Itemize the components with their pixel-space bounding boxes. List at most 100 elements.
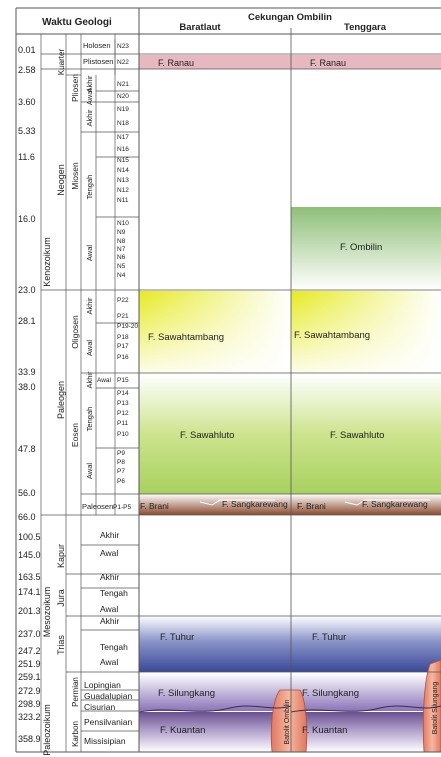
period-neogen: Neogen bbox=[56, 164, 66, 196]
formation-kuantan-nw: F. Kuantan bbox=[160, 725, 205, 736]
subdivision-label: Awal bbox=[85, 89, 94, 105]
age-label: 0.01 bbox=[18, 45, 36, 55]
biozone-label: N6 bbox=[117, 254, 126, 261]
subdivision-label: Guadalupian bbox=[84, 691, 132, 701]
period-permian: Permian bbox=[71, 677, 80, 707]
epoch-eosen: Eosen bbox=[70, 423, 80, 447]
era-kenozoikum: Kenozoikum bbox=[42, 237, 52, 287]
biozone-label: P17 bbox=[117, 343, 129, 350]
batolit-ombilin-shape bbox=[270, 689, 308, 753]
formation-ombilin: F. Ombilin bbox=[340, 242, 382, 253]
formation-ranau-se: F. Ranau bbox=[310, 58, 346, 68]
interfinger-line-nw bbox=[199, 499, 275, 506]
period-trias: Trias bbox=[56, 635, 66, 655]
age-label: 201.3 bbox=[18, 606, 41, 616]
formation-kuantan-nw-fill bbox=[139, 712, 291, 752]
column-se-title: Tenggara bbox=[344, 22, 387, 33]
age-label: 259.1 bbox=[18, 672, 41, 682]
biozone-label: N19 bbox=[117, 106, 129, 113]
biozone-label: P19-20 bbox=[117, 323, 138, 330]
subdivision-label: Tengah bbox=[85, 407, 94, 432]
epoch-paleosen: Paleosen bbox=[82, 502, 113, 511]
formation-sawahtambang-se-fade bbox=[291, 291, 441, 373]
basin-title: Cekungan Ombilin bbox=[248, 12, 332, 23]
batolit-silungang-shape bbox=[422, 659, 441, 753]
formation-silungkang-se: F. Silungkang bbox=[302, 688, 359, 699]
biozone-label: N16 bbox=[117, 146, 129, 153]
age-label: 66.0 bbox=[18, 512, 36, 522]
biozone-label: P18 bbox=[117, 334, 129, 341]
subdivision-label: Akhir bbox=[85, 371, 94, 389]
epoch-oligosen: Oligosen bbox=[70, 315, 80, 349]
formation-silungkang-nw: F. Silungkang bbox=[158, 688, 215, 699]
batolit-ombilin-label: Batolit Ombilin bbox=[284, 699, 291, 744]
subdivision-label: Missisipian bbox=[84, 736, 126, 746]
formation-brani-se: F. Brani bbox=[297, 501, 326, 511]
subdivision-label: Akhir bbox=[85, 75, 94, 93]
biozone-label: N4 bbox=[117, 272, 126, 279]
age-label: 174.1 bbox=[18, 587, 41, 597]
age-label: 251.9 bbox=[18, 659, 41, 669]
subdivision-label: Lopingian bbox=[84, 680, 121, 690]
formation-kuantan-se-fill bbox=[291, 712, 441, 752]
subdivision-label: Akhir bbox=[85, 297, 94, 315]
biozone-label: N20 bbox=[117, 93, 129, 100]
biozone-label: P22 bbox=[117, 297, 129, 304]
formation-fills bbox=[139, 55, 441, 753]
age-label: 56.0 bbox=[18, 488, 36, 498]
epoch-holosen: Holosen bbox=[83, 41, 111, 50]
biozone-label: N13 bbox=[117, 177, 129, 184]
age-label: 145.0 bbox=[18, 550, 41, 560]
subdivision-eosen-akhir-h: Awal bbox=[97, 377, 112, 384]
subdivision-label: Awal bbox=[100, 657, 118, 667]
formation-sawahluto-se: F. Sawahluto bbox=[330, 430, 384, 441]
period-paleogen: Paleogen bbox=[56, 381, 66, 419]
batolit-silungang-label: Batolit Silungang bbox=[432, 682, 439, 735]
age-label: 358.9 bbox=[18, 734, 41, 744]
period-kuarter: Kuarter bbox=[57, 49, 66, 76]
subdivision-label: Cisurian bbox=[84, 702, 115, 712]
subdivision-label: Awal bbox=[100, 548, 118, 558]
formation-sangkarewang-nw: F. Sangkarewang bbox=[222, 499, 288, 509]
age-label: 100.5 bbox=[18, 532, 41, 542]
formation-tuhur-nw: F. Tuhur bbox=[160, 632, 194, 643]
period-karbon: Karbon bbox=[71, 721, 80, 747]
formation-kuantan-se: F. Kuantan bbox=[302, 725, 347, 736]
subdivision-label: Akhir bbox=[100, 616, 120, 626]
biozone-label: P11 bbox=[117, 420, 128, 427]
biozone-label: N21 bbox=[117, 81, 129, 88]
age-label: 33.9 bbox=[18, 367, 36, 377]
formation-sawahtambang-nw: F. Sawahtambang bbox=[148, 332, 224, 343]
biozone-label: P7 bbox=[117, 468, 125, 475]
formation-sangkarewang-se: F. Sangkarewang bbox=[362, 499, 428, 509]
age-label: 2.58 bbox=[18, 65, 36, 75]
age-label: 323.2 bbox=[18, 712, 41, 722]
period-jura: Jura bbox=[56, 589, 66, 607]
biozone-label: N10 bbox=[117, 220, 129, 227]
formation-sawahluto-se-fill bbox=[291, 374, 441, 494]
column-nw-title: Baratlaut bbox=[179, 22, 221, 33]
subdivision-label: Awal bbox=[85, 245, 94, 261]
formation-sawahtambang-nw-fade bbox=[139, 291, 291, 373]
biozone-label: P9 bbox=[117, 450, 125, 457]
epoch-plistosen: Plistosen bbox=[83, 57, 113, 66]
age-label: 272.9 bbox=[18, 686, 41, 696]
biozone-label: N14 bbox=[117, 167, 129, 174]
biozone-label: N18 bbox=[117, 120, 129, 127]
formation-silungkang-nw-fill bbox=[139, 673, 291, 711]
era-mesozoikum: Mesozoikum bbox=[42, 587, 52, 638]
biozone-label: N23 bbox=[117, 43, 129, 50]
period-kapur: Kapur bbox=[56, 544, 66, 568]
biozone-label: N5 bbox=[117, 263, 126, 270]
subdivision-label: Tengah bbox=[100, 588, 128, 598]
age-label: 237.0 bbox=[18, 629, 41, 639]
age-label: 38.0 bbox=[18, 382, 36, 392]
age-label: 11.6 bbox=[18, 152, 35, 162]
formation-silungkang-se-fill bbox=[291, 673, 441, 711]
biozone-label: P16 bbox=[117, 354, 129, 361]
biozone-label: N9 bbox=[117, 229, 126, 236]
age-label: 247.2 bbox=[18, 646, 41, 656]
age-label: 16.0 bbox=[18, 214, 36, 224]
subdivision-label: Awal bbox=[85, 340, 94, 356]
